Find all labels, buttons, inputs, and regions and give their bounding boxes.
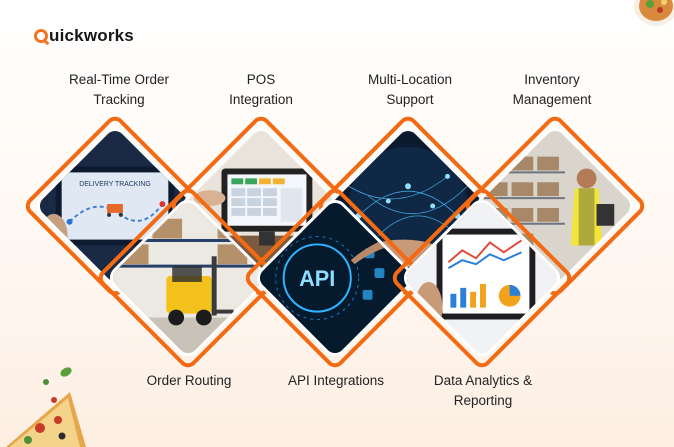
tile-api-integrations: API: [241, 184, 429, 372]
brand-logo: uickworks: [34, 26, 134, 46]
tile-order-routing: [94, 184, 282, 372]
food-bowl-decoration: [634, 0, 674, 26]
tile-image-api: API: [256, 199, 414, 357]
tile-data-analytics-reporting: [388, 184, 576, 372]
label-data-analytics-reporting: Data Analytics &Reporting: [433, 373, 533, 408]
tile-image-analytics-tablet: [403, 199, 561, 357]
label-api-integrations: API Integrations: [287, 373, 385, 388]
delivery-tracking-text: DELIVERY TRACKING: [79, 181, 150, 188]
brand-name: uickworks: [49, 26, 134, 45]
pizza-slice-decoration: [6, 367, 86, 447]
label-order-routing: Order Routing: [146, 373, 232, 388]
brand-q-mark: [34, 29, 48, 43]
api-glyph-text: API: [299, 266, 335, 291]
tile-image-forklift: [109, 199, 267, 357]
